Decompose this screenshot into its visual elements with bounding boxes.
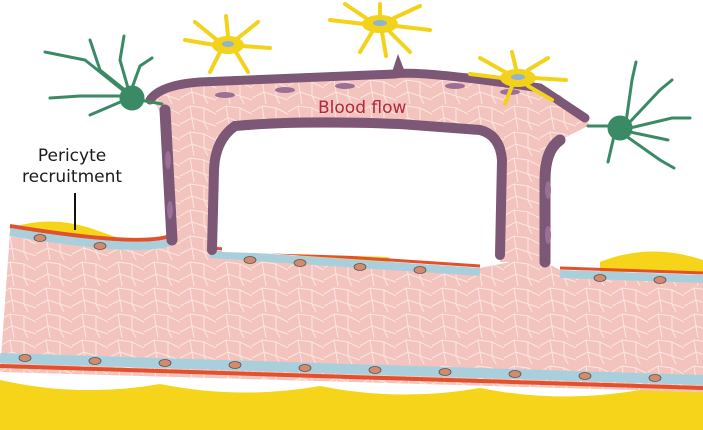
pericyte-label-line1: Pericyte (22, 146, 122, 167)
pericyte-label-line2: recruitment (22, 167, 122, 188)
blood-flow-label: Blood flow (318, 98, 406, 118)
pericyte-recruitment-label: Pericyte recruitment (22, 146, 122, 188)
astrocyte-right (588, 62, 690, 168)
astrocyte-left (45, 36, 162, 115)
